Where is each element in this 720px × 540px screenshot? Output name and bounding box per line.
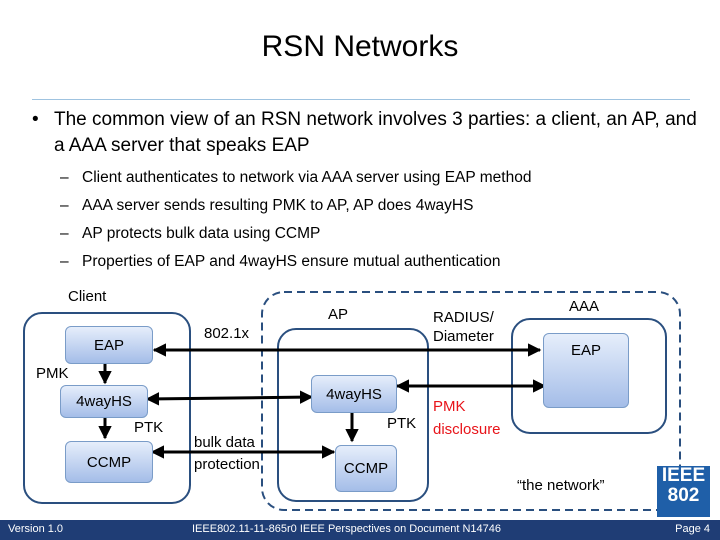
sub-bullet-text: AP protects bulk data using CCMP bbox=[82, 225, 321, 242]
protocol-8021x-label: 802.1x bbox=[204, 325, 250, 342]
pmk-label: PMK bbox=[36, 365, 69, 382]
aaa-eap-box: EAP bbox=[543, 333, 629, 408]
sub-bullet-text: Client authenticates to network via AAA … bbox=[82, 169, 532, 186]
client-ptk-label: PTK bbox=[134, 419, 164, 436]
protection-label: protection bbox=[194, 456, 260, 473]
client-eap-box: EAP bbox=[65, 326, 153, 364]
main-bullet-text: The common view of an RSN network involv… bbox=[54, 109, 697, 156]
footer-version: Version 1.0 bbox=[8, 523, 64, 535]
footer-bar: Version 1.0 IEEE802.11-11-865r0 IEEE Per… bbox=[0, 520, 720, 540]
bulk-data-label: bulk data bbox=[194, 434, 255, 451]
sub-bullet: –AP protects bulk data using CCMP bbox=[60, 225, 321, 242]
radius-label: RADIUS/ bbox=[433, 309, 494, 326]
sub-bullet-text: Properties of EAP and 4wayHS ensure mutu… bbox=[82, 253, 501, 270]
client-container bbox=[23, 312, 191, 504]
slide-title: RSN Networks bbox=[261, 30, 459, 63]
aaa-container bbox=[511, 318, 667, 434]
footer-document: IEEE802.11-11-865r0 IEEE Perspectives on… bbox=[192, 523, 501, 535]
sub-bullet-text: AAA server sends resulting PMK to AP, AP… bbox=[82, 197, 474, 214]
ap-ccmp-box: CCMP bbox=[335, 445, 397, 492]
client-4wayhs-box: 4wayHS bbox=[60, 385, 148, 418]
disclosure-label: disclosure bbox=[433, 421, 501, 438]
bullet-dot: • bbox=[32, 109, 39, 130]
diameter-label: Diameter bbox=[433, 328, 494, 345]
sub-bullet: –AAA server sends resulting PMK to AP, A… bbox=[60, 197, 474, 214]
sub-bullet: –Properties of EAP and 4wayHS ensure mut… bbox=[60, 253, 501, 270]
sub-bullet: –Client authenticates to network via AAA… bbox=[60, 169, 532, 186]
ieee-802-logo: IEEE 802 bbox=[657, 466, 710, 517]
ap-container bbox=[277, 328, 429, 502]
ap-4wayhs-box: 4wayHS bbox=[311, 375, 397, 413]
aaa-label: AAA bbox=[569, 298, 600, 315]
pmk-disclosure-label: PMK bbox=[433, 398, 466, 415]
client-ccmp-box: CCMP bbox=[65, 441, 153, 483]
main-bullet: • The common view of an RSN network invo… bbox=[32, 107, 702, 159]
ap-ptk-label: PTK bbox=[387, 415, 417, 432]
client-label: Client bbox=[68, 288, 107, 305]
footer-page-number: Page 4 bbox=[675, 523, 710, 535]
title-divider bbox=[32, 99, 690, 100]
ap-label: AP bbox=[328, 306, 349, 323]
client-4way-arrow bbox=[145, 390, 314, 406]
network-label: “the network” bbox=[517, 477, 605, 494]
bullet-list: • The common view of an RSN network invo… bbox=[32, 107, 702, 276]
